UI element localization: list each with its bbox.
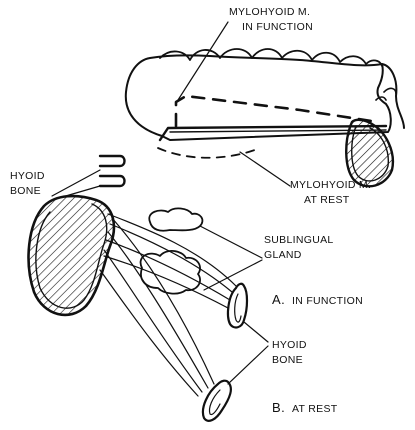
label-panel-b-letter: B. [272, 400, 285, 415]
sublingual-gland-upper [149, 208, 202, 230]
panel-a-figure [52, 22, 404, 200]
leader-sublingual-2 [204, 260, 262, 290]
leader-mylohyoid-function [178, 22, 228, 100]
ramus-detail [376, 88, 396, 100]
leader-hyoid-b1 [244, 322, 268, 342]
label-panel-a-letter: A. [272, 292, 285, 307]
teeth-row [160, 49, 382, 66]
label-panel-b-text: AT REST [292, 403, 338, 415]
label-mylohyoid-function-1: MYLOHYOID M. [229, 6, 310, 18]
muscle-fibres [100, 214, 236, 396]
leader-hyoid-b2 [228, 346, 268, 384]
mylohyoid-function-line [176, 96, 378, 126]
panel-b-figure [29, 196, 268, 421]
label-sublingual-2: GLAND [264, 249, 302, 261]
label-sublingual-1: SUBLINGUAL [264, 234, 334, 246]
label-mylohyoid-rest-2: AT REST [304, 194, 350, 206]
label-mylohyoid-rest-1: MYLOHYOID M. [290, 179, 371, 191]
ramus [382, 64, 404, 128]
label-hyoid-top-1: HYOID [10, 170, 45, 182]
label-mylohyoid-function-2: IN FUNCTION [242, 21, 313, 33]
label-hyoid-top-2: BONE [10, 185, 41, 197]
hyoid-section-b1-inner [235, 294, 241, 322]
label-panel-a-text: IN FUNCTION [292, 295, 363, 307]
label-hyoid-bottom-2: BONE [272, 354, 303, 366]
leader-sublingual-1 [200, 226, 262, 258]
label-hyoid-bottom-1: HYOID [272, 339, 307, 351]
mylohyoid-sag-dash [158, 148, 260, 158]
leader-mylohyoid-rest [240, 152, 290, 186]
hyoid-section-b2-inner [209, 390, 220, 415]
hyoid-u-2 [100, 176, 125, 186]
hyoid-u-1 [100, 156, 125, 166]
leader-hyoid-a1 [52, 170, 100, 196]
